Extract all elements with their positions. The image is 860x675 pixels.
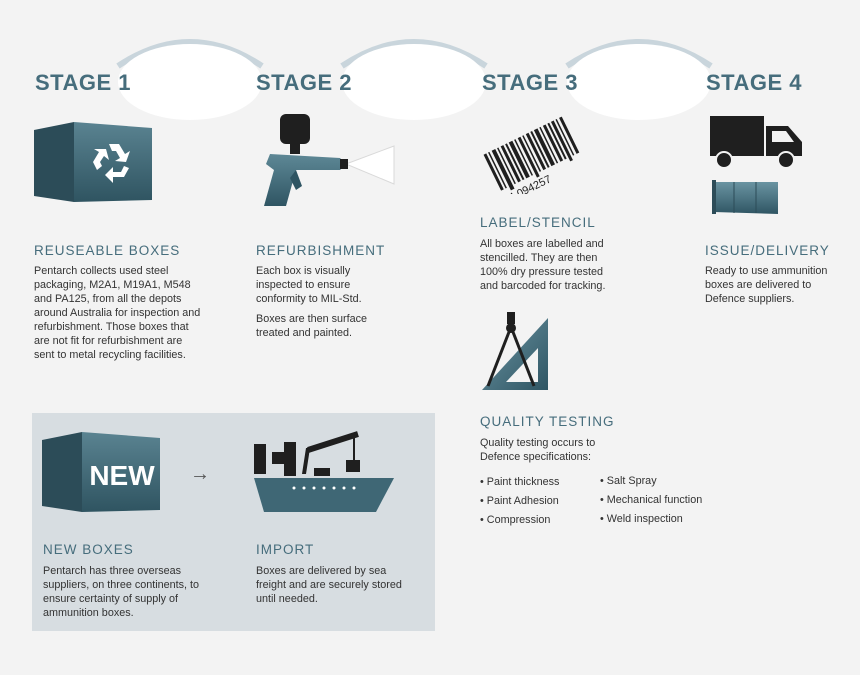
new-boxes-paragraph: Pentarch has three overseas suppliers, o… bbox=[43, 565, 200, 619]
quality-testing-paragraph: Quality testing occurs to Defence specif… bbox=[480, 437, 596, 463]
spray-gun-icon bbox=[256, 112, 398, 212]
list-item: Paint Adhesion bbox=[480, 492, 559, 511]
barcode-icon: 4 094257 bbox=[480, 112, 590, 204]
quality-list-col2: Salt Spray Mechanical function Weld insp… bbox=[600, 472, 702, 529]
stage-1-title: STAGE 1 bbox=[35, 70, 132, 95]
reusable-boxes-text: Pentarch collects used steel packaging, … bbox=[34, 264, 202, 368]
refurbishment-text: Each box is visually inspected to ensure… bbox=[256, 264, 386, 346]
list-item: Salt Spray bbox=[600, 472, 702, 491]
compass-square-icon bbox=[480, 312, 552, 392]
recycle-container-icon bbox=[34, 122, 154, 204]
list-item: Compression bbox=[480, 511, 559, 530]
label-stencil-paragraph: All boxes are labelled and stencilled. T… bbox=[480, 238, 606, 292]
import-title: IMPORT bbox=[256, 542, 315, 557]
issue-delivery-title: ISSUE/DELIVERY bbox=[705, 243, 830, 258]
issue-delivery-paragraph: Ready to use ammunition boxes are delive… bbox=[705, 265, 828, 305]
list-item: Mechanical function bbox=[600, 491, 702, 510]
new-boxes-title: NEW BOXES bbox=[43, 542, 134, 557]
quality-list-col1: Paint thickness Paint Adhesion Compressi… bbox=[480, 473, 560, 530]
stage-connector-arcs bbox=[0, 0, 860, 130]
list-item: Weld inspection bbox=[600, 510, 702, 529]
import-paragraph: Boxes are delivered by sea freight and a… bbox=[256, 565, 402, 605]
new-badge: NEW bbox=[89, 460, 155, 491]
label-stencil-title: LABEL/STENCIL bbox=[480, 215, 596, 230]
stage-3-title: STAGE 3 bbox=[482, 70, 579, 95]
refurbishment-paragraph-2: Boxes are then surface treated and paint… bbox=[256, 313, 368, 339]
issue-delivery-text: Ready to use ammunition boxes are delive… bbox=[705, 264, 840, 312]
new-container-icon: NEW bbox=[42, 432, 162, 514]
quality-testing-title: QUALITY TESTING bbox=[480, 414, 615, 429]
stage-2-title: STAGE 2 bbox=[256, 70, 353, 95]
label-stencil-text: All boxes are labelled and stencilled. T… bbox=[480, 237, 622, 299]
list-item: Paint thickness bbox=[480, 473, 560, 492]
reusable-boxes-paragraph: Pentarch collects used steel packaging, … bbox=[34, 265, 201, 361]
refurbishment-title: REFURBISHMENT bbox=[256, 243, 386, 258]
cargo-ship-icon bbox=[254, 430, 394, 516]
stage-4-title: STAGE 4 bbox=[706, 70, 803, 95]
import-text: Boxes are delivered by sea freight and a… bbox=[256, 564, 416, 612]
reusable-boxes-title: REUSEABLE BOXES bbox=[34, 243, 181, 258]
truck-icon bbox=[708, 116, 804, 216]
quality-testing-text: Quality testing occurs to Defence specif… bbox=[480, 436, 622, 470]
arrow-icon: → bbox=[190, 463, 210, 485]
refurbishment-paragraph-1: Each box is visually inspected to ensure… bbox=[256, 265, 362, 305]
barcode-number: 4 094257 bbox=[507, 173, 554, 194]
new-boxes-text: Pentarch has three overseas suppliers, o… bbox=[43, 564, 201, 626]
